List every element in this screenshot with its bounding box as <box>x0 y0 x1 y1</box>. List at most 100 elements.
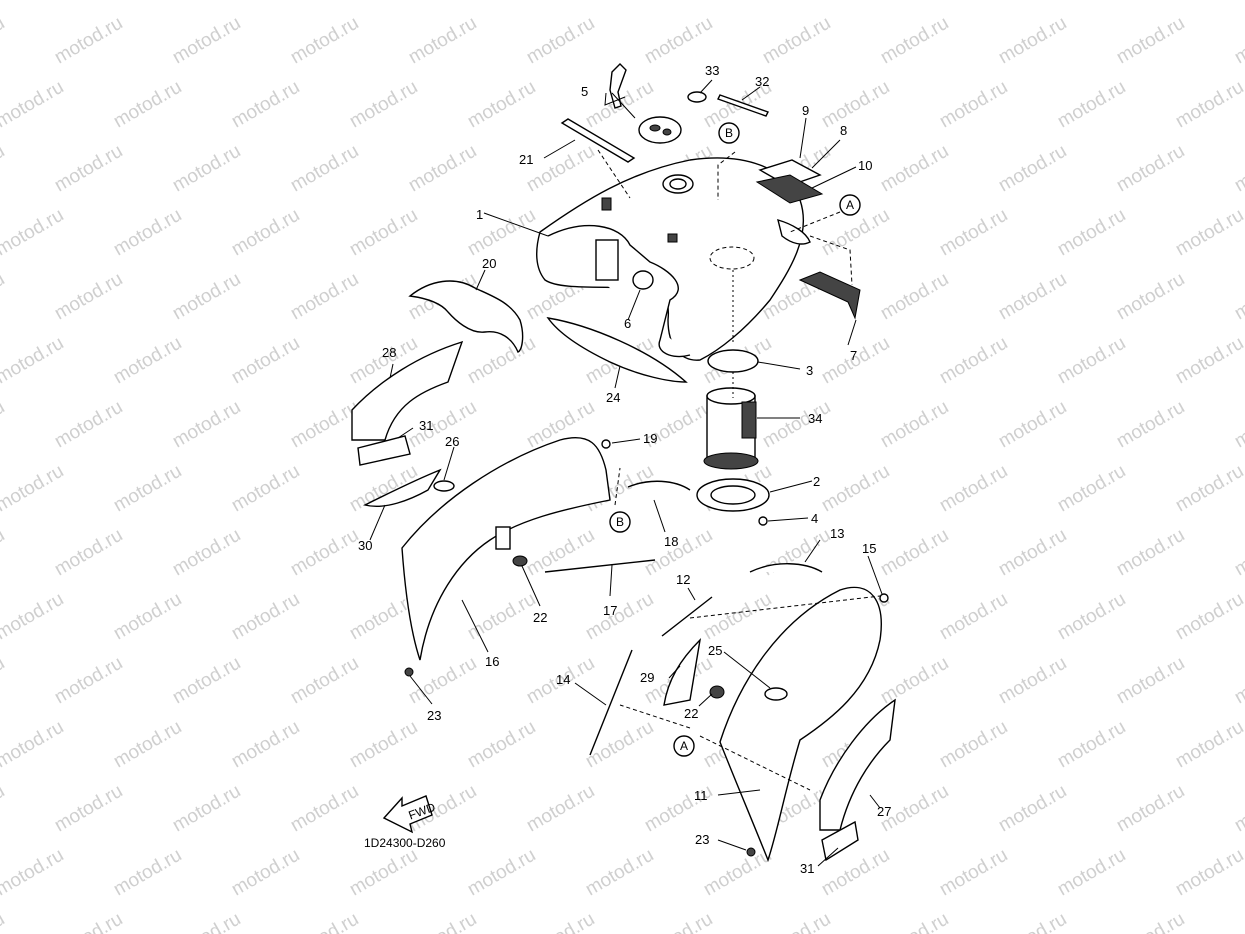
watermark-text: motod.ru <box>1113 397 1188 453</box>
emblem-26 <box>433 480 455 492</box>
watermark-text: motod.ru <box>523 141 598 197</box>
leader-lines <box>369 79 883 867</box>
watermark-text: motod.ru <box>228 589 303 645</box>
watermark-text: motod.ru <box>582 845 657 901</box>
watermark-text: motod.ru <box>877 397 952 453</box>
ref-marker-b-bottom: B <box>609 511 631 533</box>
watermark-text: motod.ru <box>0 333 67 389</box>
watermark-text: motod.ru <box>228 333 303 389</box>
watermark-text: motod.ru <box>0 77 67 133</box>
watermark-text: motod.ru <box>1231 781 1245 837</box>
watermark-text: motod.ru <box>287 653 362 709</box>
callout-label: 6 <box>624 316 631 331</box>
bolt-4 <box>758 516 768 526</box>
watermark-text: motod.ru <box>995 269 1070 325</box>
callout-label: 27 <box>877 804 891 819</box>
callout-label: 24 <box>606 390 620 405</box>
watermark-text: motod.ru <box>1231 13 1245 69</box>
watermark-text: motod.ru <box>1231 397 1245 453</box>
watermark-text: motod.ru <box>287 781 362 837</box>
grommet-6 <box>632 270 654 290</box>
watermark-text: motod.ru <box>110 0 185 4</box>
watermark-text: motod.ru <box>995 653 1070 709</box>
watermark-text: motod.ru <box>287 141 362 197</box>
callout-label: 16 <box>485 654 499 669</box>
watermark-text: motod.ru <box>995 13 1070 69</box>
watermark-text: motod.ru <box>0 781 8 837</box>
rubber-10 <box>755 174 824 204</box>
callout-label: 7 <box>850 348 857 363</box>
watermark-text: motod.ru <box>346 717 421 773</box>
watermark-text: motod.ru <box>877 13 952 69</box>
strip-12 <box>661 596 713 637</box>
watermark-text: motod.ru <box>523 525 598 581</box>
callout-label: 17 <box>603 603 617 618</box>
callout-label: 33 <box>705 63 719 78</box>
watermark-text: motod.ru <box>464 845 539 901</box>
watermark-text: motod.ru <box>464 77 539 133</box>
fuel-pump <box>703 387 759 470</box>
decal-31b <box>821 820 859 862</box>
watermark-text: motod.ru <box>700 845 775 901</box>
watermark-text: motod.ru <box>0 397 8 453</box>
svg-text:B: B <box>616 515 624 529</box>
watermark-text: motod.ru <box>1113 909 1188 934</box>
watermark-text: motod.ru <box>1113 653 1188 709</box>
watermark-text: motod.ru <box>228 205 303 261</box>
callout-label: 12 <box>676 572 690 587</box>
callout-label: 30 <box>358 538 372 553</box>
watermark-text: motod.ru <box>110 717 185 773</box>
watermark-text: motod.ru <box>287 525 362 581</box>
emblem-25 <box>764 687 788 701</box>
watermark-text: motod.ru <box>1113 13 1188 69</box>
watermark-text: motod.ru <box>110 461 185 517</box>
watermark-text: motod.ru <box>818 461 893 517</box>
callout-labels: 1 2 3 4 5 6 7 8 9 10 11 12 13 14 15 16 1… <box>358 63 891 876</box>
watermark-text: motod.ru <box>936 333 1011 389</box>
grommet-22a <box>512 555 528 567</box>
svg-text:A: A <box>846 198 854 212</box>
watermark-text: motod.ru <box>1231 525 1245 581</box>
callout-label: 18 <box>664 534 678 549</box>
watermark-text: motod.ru <box>405 909 480 934</box>
callout-label: 22 <box>684 706 698 721</box>
gasket-3 <box>707 349 759 373</box>
bolt-23b <box>746 847 756 857</box>
watermark-text: motod.ru <box>995 781 1070 837</box>
watermark-text: motod.ru <box>641 13 716 69</box>
decal-27 <box>819 698 896 831</box>
watermark-text: motod.ru <box>405 13 480 69</box>
watermark-text: motod.ru <box>1172 333 1245 389</box>
watermark-text: motod.ru <box>169 141 244 197</box>
watermark-text: motod.ru <box>759 397 834 453</box>
watermark-text: motod.ru <box>1054 333 1129 389</box>
bolt-19 <box>601 439 611 449</box>
callout-label: 4 <box>811 511 818 526</box>
callout-label: 10 <box>858 158 872 173</box>
watermark-text: motod.ru <box>523 909 598 934</box>
damper <box>495 526 511 550</box>
watermark-text: motod.ru <box>405 653 480 709</box>
watermark-text: motod.ru <box>0 845 67 901</box>
watermark-text: motod.ru <box>228 461 303 517</box>
watermark-text: motod.ru <box>169 653 244 709</box>
watermark-text: motod.ru <box>51 909 126 934</box>
watermark-text: motod.ru <box>582 717 657 773</box>
watermark-text: motod.ru <box>700 0 775 4</box>
watermark-text: motod.ru <box>759 909 834 934</box>
callout-label: 31 <box>800 861 814 876</box>
watermark-text: motod.ru <box>0 141 8 197</box>
watermark-text: motod.ru <box>51 397 126 453</box>
watermark-text: motod.ru <box>110 589 185 645</box>
watermark-text: motod.ru <box>51 141 126 197</box>
watermark-text: motod.ru <box>51 269 126 325</box>
watermark-text: motod.ru <box>228 77 303 133</box>
callout-label: 25 <box>708 643 722 658</box>
callout-label: 13 <box>830 526 844 541</box>
watermark-text: motod.ru <box>1231 269 1245 325</box>
grommet-22b <box>709 685 725 699</box>
side-cover-16 <box>401 436 611 661</box>
watermark-text: motod.ru <box>51 653 126 709</box>
watermark-text: motod.ru <box>110 205 185 261</box>
watermark-text: motod.ru <box>169 909 244 934</box>
